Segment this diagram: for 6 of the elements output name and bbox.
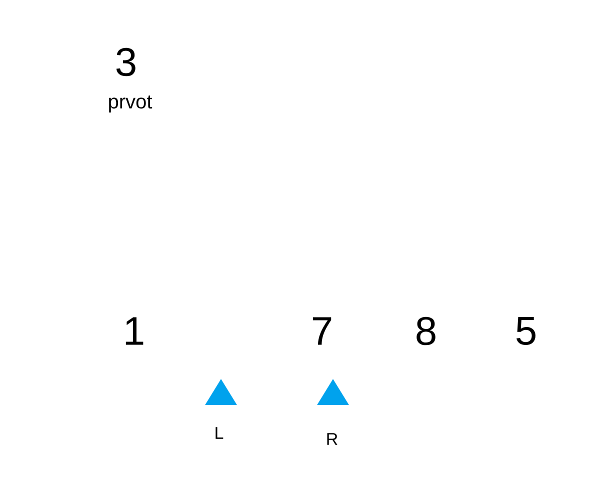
caption-label: prvot	[109, 95, 152, 113]
number-label: 8	[416, 316, 436, 346]
number-label: 1	[126, 317, 144, 345]
number-label: 3	[116, 48, 136, 76]
number-label: 5	[516, 317, 536, 345]
number-label: 7	[312, 317, 332, 345]
